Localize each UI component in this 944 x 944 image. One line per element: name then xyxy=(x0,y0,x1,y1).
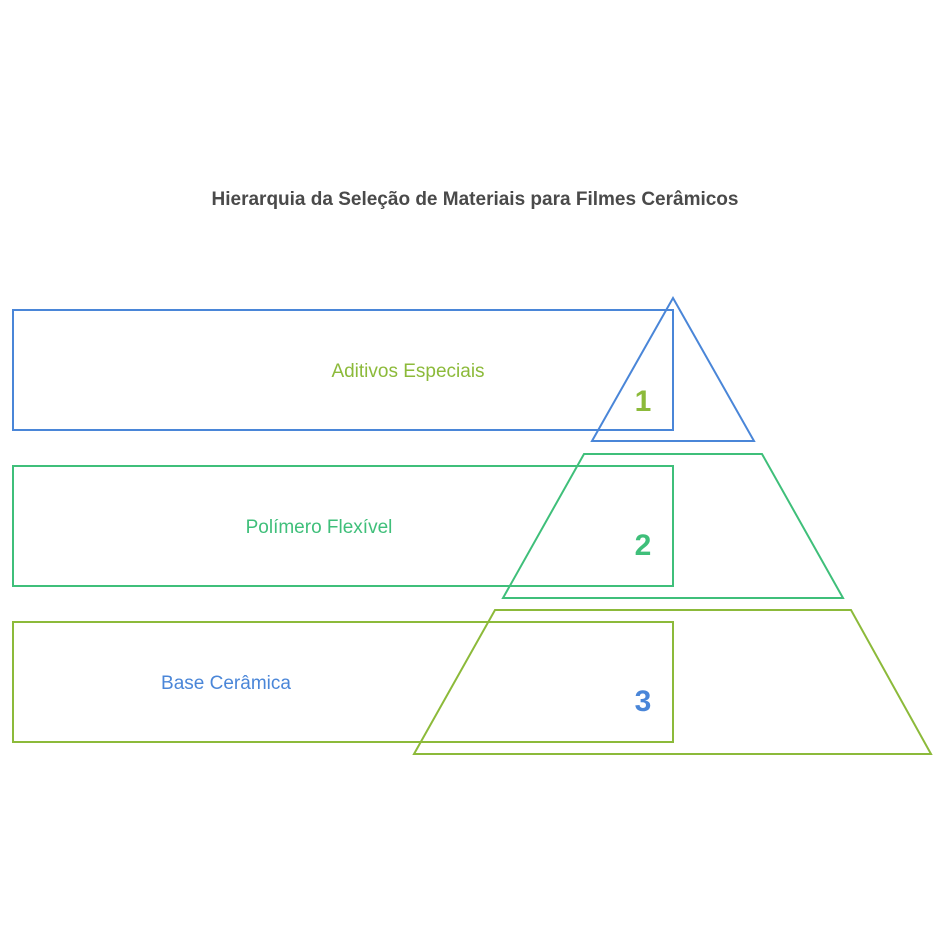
level-2-label: Polímero Flexível xyxy=(246,517,393,538)
level-1: Aditivos Especiais 1 xyxy=(12,295,756,442)
level-3-trapezoid xyxy=(412,609,933,755)
level-2-box xyxy=(12,465,674,587)
diagram-title: Hierarquia da Seleção de Materiais para … xyxy=(211,189,739,210)
level-3-label: Base Cerâmica xyxy=(161,673,291,694)
level-1-label: Aditivos Especiais xyxy=(331,361,484,382)
level-1-box xyxy=(12,309,674,431)
level-2-trapezoid xyxy=(501,453,845,599)
level-3-number: 3 xyxy=(635,685,652,718)
level-3: Base Cerâmica 3 xyxy=(12,609,933,755)
level-2: Polímero Flexível 2 xyxy=(12,453,845,599)
level-2-number: 2 xyxy=(635,529,652,562)
level-1-number: 1 xyxy=(635,385,652,418)
level-3-box xyxy=(12,621,674,743)
level-1-triangle xyxy=(590,295,756,442)
